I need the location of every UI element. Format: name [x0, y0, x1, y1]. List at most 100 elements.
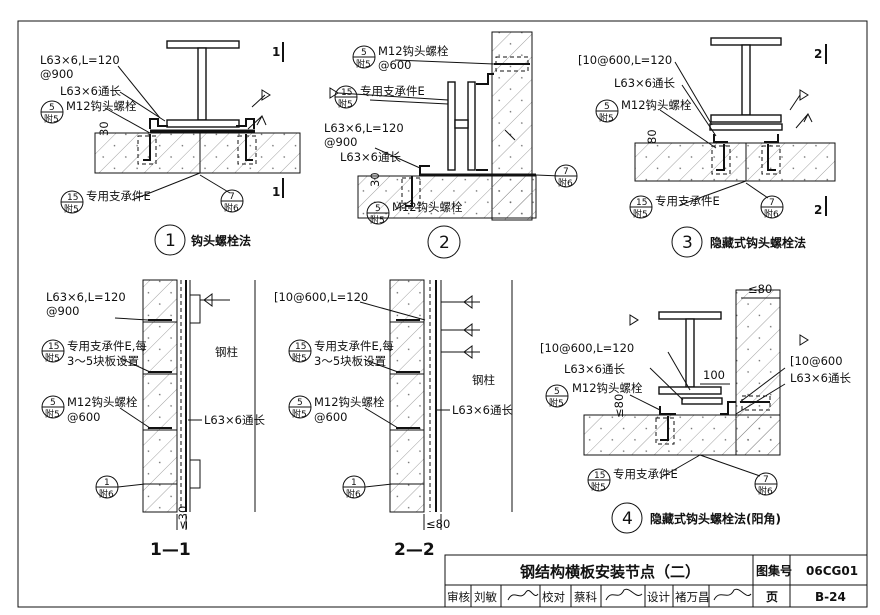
svg-text:15: 15 — [594, 471, 605, 481]
d2-bolt-label: M12钩头螺栓 — [378, 44, 449, 58]
check-label: 校对 — [542, 590, 565, 604]
s11-support-label: 专用支承件E,每 — [67, 339, 147, 353]
d4-support-ref: 15 附5 — [587, 468, 611, 493]
d2-dim: 30 — [368, 172, 382, 187]
svg-text:5: 5 — [361, 48, 367, 58]
svg-text:7: 7 — [563, 167, 569, 177]
d4-dim-top: ≤80 — [748, 282, 772, 296]
drawing-title: 钢结构横板安装节点（二） — [520, 563, 700, 581]
s22-bolt-spacing: @600 — [314, 410, 347, 424]
d1-ref-7: 7 附6 — [220, 189, 244, 214]
d4-channel-label: [10@600,L=120 — [540, 341, 634, 355]
d2-bottom-ref: 5 附5 — [366, 201, 390, 226]
d3-section-mark-bottom: 2 — [814, 203, 822, 217]
svg-text:1: 1 — [104, 478, 110, 488]
svg-text:附5: 附5 — [549, 397, 564, 409]
page-label: 页 — [766, 590, 778, 604]
svg-text:附5: 附5 — [45, 352, 60, 364]
reviewer-signature — [507, 590, 539, 601]
d2-bottom-bolt-label: M12钩头螺栓 — [392, 200, 463, 214]
d1-long-angle-label: L63×6通长 — [60, 84, 121, 98]
checker-signature — [605, 588, 643, 601]
svg-text:1: 1 — [165, 231, 176, 251]
s11-angle-label: L63×6,L=120 — [46, 290, 126, 304]
d1-dim: 30 — [97, 121, 111, 136]
d2-title-bubble: 2 — [427, 225, 461, 259]
d2-bolt-ref: 5 附5 — [352, 45, 376, 70]
s22-support-note: 3～5块板设置 — [314, 354, 386, 368]
d1-section-mark-top: 1 — [272, 45, 280, 59]
d3-support-ref: 15 附5 — [629, 195, 653, 220]
svg-text:附6: 附6 — [558, 177, 573, 189]
svg-text:附5: 附5 — [45, 408, 60, 420]
svg-text:附6: 附6 — [764, 208, 779, 220]
svg-text:15: 15 — [295, 342, 306, 352]
review-label: 审核 — [447, 590, 470, 604]
svg-text:附5: 附5 — [356, 58, 371, 70]
s22-bolt-ref: 5 附5 — [288, 395, 312, 420]
svg-text:15: 15 — [636, 198, 647, 208]
svg-text:5: 5 — [50, 398, 56, 408]
detail-3: 2 2 [10@600,L=120 L63×6通长 5 附5 M12钩头螺栓 8… — [578, 37, 836, 258]
section-2-2: [10@600,L=120 15 附5 专用支承件E,每 3～5块板设置 钢柱 … — [274, 279, 513, 560]
d1-angle-label: L63×6,L=120 — [40, 53, 120, 67]
s11-bolt-ref: 5 附5 — [41, 395, 65, 420]
d3-section-mark-top: 2 — [814, 47, 822, 61]
d3-ref-7: 7 附6 — [760, 195, 784, 220]
d4-channel2-label: [10@600 — [790, 354, 843, 368]
d1-support-ref: 15 附5 — [60, 190, 84, 215]
svg-text:附5: 附5 — [292, 408, 307, 420]
d2-long-angle-label: L63×6通长 — [340, 150, 401, 164]
d3-title-bubble: 3 — [671, 226, 703, 258]
title-block: 钢结构横板安装节点（二） 图集号 06CG01 审核 刘敏 校对 蔡科 设计 褚… — [444, 554, 868, 608]
d3-support-label: 专用支承件E — [655, 194, 720, 208]
section-1-1: L63×6,L=120 @900 15 附5 专用支承件E,每 3～5块板设置 … — [41, 279, 265, 560]
svg-text:附5: 附5 — [64, 203, 79, 215]
svg-text:附5: 附5 — [338, 98, 353, 110]
s11-support-ref: 15 附5 — [41, 339, 65, 364]
svg-text:5: 5 — [49, 103, 55, 113]
d4-bolt-ref: 5 附5 — [545, 384, 569, 409]
sheet-border — [17, 20, 868, 608]
svg-text:附6: 附6 — [758, 485, 773, 497]
d1-title-bubble: 1 — [154, 224, 186, 256]
svg-text:5: 5 — [297, 398, 303, 408]
d1-bolt-label: M12钩头螺栓 — [66, 99, 137, 113]
svg-text:7: 7 — [769, 198, 775, 208]
reviewer-name: 刘敏 — [474, 590, 497, 604]
d1-bolt-ref: 5 附5 — [40, 100, 64, 125]
d3-bolt-ref: 5 附5 — [595, 99, 619, 124]
d4-gap-dim: 100 — [703, 368, 725, 382]
svg-text:7: 7 — [763, 475, 769, 485]
svg-text:附5: 附5 — [599, 112, 614, 124]
s11-bolt-spacing: @600 — [67, 410, 100, 424]
d3-long-angle-label: L63×6通长 — [614, 76, 675, 90]
design-label: 设计 — [647, 590, 670, 604]
svg-text:15: 15 — [67, 193, 78, 203]
s11-long-angle-label: L63×6通长 — [204, 413, 265, 427]
d2-support-label: 专用支承件E — [360, 84, 425, 98]
svg-text:附6: 附6 — [99, 488, 114, 500]
d4-support-label: 专用支承件E — [613, 467, 678, 481]
checker-name: 蔡科 — [574, 590, 597, 604]
d3-dim: 80 — [645, 129, 659, 144]
detail-1: 1 1 L63×6,L=120 @900 L63×6通长 5 附5 M12钩头螺… — [40, 40, 301, 256]
s22-caption: 2—2 — [394, 540, 435, 560]
d2-angle-label: L63×6,L=120 — [324, 121, 404, 135]
d2-spacing-label: @900 — [324, 135, 357, 149]
svg-text:附5: 附5 — [370, 214, 385, 226]
detail-2: 5 附5 M12钩头螺栓 @600 15 附5 专用支承件E L63×6,L=1… — [324, 31, 578, 259]
atlas-number: 06CG01 — [806, 564, 858, 578]
s22-channel-label: [10@600,L=120 — [274, 290, 368, 304]
svg-text:附6: 附6 — [224, 202, 239, 214]
svg-text:附5: 附5 — [292, 352, 307, 364]
s22-support-label: 专用支承件E,每 — [314, 339, 394, 353]
d4-bolt-label: M12钩头螺栓 — [572, 381, 643, 395]
page-number: B-24 — [815, 590, 846, 604]
d4-ref-7: 7 附6 — [754, 472, 778, 497]
s22-bolt-label: M12钩头螺栓 — [314, 395, 385, 409]
s22-column-label: 钢柱 — [472, 373, 495, 387]
s11-dim: ≤30 — [176, 506, 190, 530]
d4-long-angle2-label: L63×6通长 — [790, 371, 851, 385]
